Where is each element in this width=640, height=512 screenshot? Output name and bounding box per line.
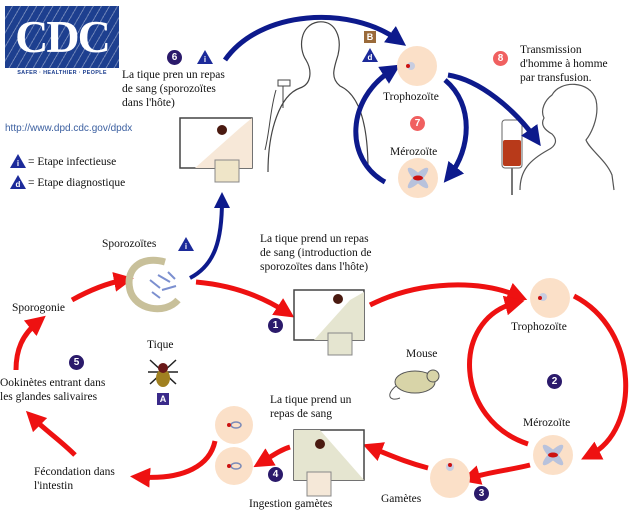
legend-infective-label: = Etape infectieuse <box>28 156 117 168</box>
merozoite-cell-human <box>398 158 438 198</box>
arrow-merozoite-to-trophozoite-tick <box>467 295 529 447</box>
source-url[interactable]: http://www.dpd.cdc.gov/dpdx <box>5 123 133 134</box>
step6-label-line: de sang (sporozoïtes <box>122 83 216 95</box>
arrow-sporozoites-to-human <box>189 192 230 280</box>
fecondation-label: Fécondation dans l'intestin <box>34 465 115 493</box>
arrow-gametes-to-fecondation <box>130 440 218 488</box>
step-number-3: 3 <box>474 486 489 501</box>
step6-label: La tique pren un repas de sang (sporozoï… <box>122 68 225 110</box>
step8-label: Transmission d'homme à homme par transfu… <box>520 43 608 85</box>
fecondation-label-line: Fécondation dans <box>34 466 115 478</box>
step-number-4: 4 <box>268 467 283 482</box>
arrow-trophozoite-to-merozoite-tick <box>572 293 629 460</box>
arrow-trophozoite-to-merozoite <box>443 78 469 183</box>
arrow-merozoite-to-trophozoite <box>353 64 401 185</box>
arrow-ookinetes-to-sporogonie <box>13 315 46 371</box>
arrow-fecondation-to-ookinetes <box>25 410 77 457</box>
step5-label: Ookinètes entrant dans les glandes saliv… <box>0 376 105 404</box>
tick-icon <box>148 359 178 387</box>
sporogonie-label: Sporogonie <box>12 302 66 314</box>
stage-badge-b: B <box>364 31 376 43</box>
tick-bite-box-step4 <box>293 429 365 497</box>
svg-text:d: d <box>16 180 21 189</box>
svg-text:i: i <box>204 55 206 64</box>
gametes-label: Gamètes <box>381 493 422 505</box>
step6-label-line: dans l'hôte) <box>122 97 175 109</box>
arrow-step1-to-trophozoite <box>368 282 528 308</box>
transfusion-recipient-silhouette <box>519 83 615 191</box>
step-number-7: 7 <box>410 116 425 131</box>
mouse-icon <box>389 369 440 400</box>
step4-meal-label-line: repas de sang <box>270 408 332 420</box>
trophozoite-cell-tick-cycle <box>530 278 570 318</box>
svg-text:i: i <box>17 159 19 168</box>
step8-label-line: d'homme à homme <box>520 58 608 70</box>
arrow-step6-to-trophozoite <box>222 15 407 62</box>
trophozoite-cell-human <box>397 46 437 86</box>
arrow-trophozoite-to-transfusion <box>447 72 541 147</box>
diagnostic-triangle-human: d <box>362 48 378 62</box>
cdc-logo: CDC SAFER · HEALTHIER · PEOPLE <box>5 6 119 80</box>
step-number-8: 8 <box>493 51 508 66</box>
step1-label-line: sporozoïtes dans l'hôte) <box>260 261 369 273</box>
sporozoites-salivary-gland <box>125 256 181 313</box>
legend-diagnostic-label: = Etape diagnostique <box>28 177 126 189</box>
cdc-logo-tagline: SAFER · HEALTHIER · PEOPLE <box>17 70 107 76</box>
ingestion-gametes-label: Ingestion gamètes <box>249 498 333 510</box>
merozoite-cell-tick-cycle <box>533 435 573 475</box>
svg-text:d: d <box>368 53 373 62</box>
step-number-1: 1 <box>268 318 283 333</box>
tick-bite-box-step6 <box>179 117 253 183</box>
gamete-cell-upper <box>215 406 253 444</box>
step8-label-line: par transfusion. <box>520 72 592 84</box>
step6-label-line: La tique pren un repas <box>122 69 225 81</box>
mouse-label: Mouse <box>406 348 438 360</box>
step1-label-line: La tique prend un repas <box>260 233 369 245</box>
step4-meal-label-line: La tique prend un <box>270 394 352 406</box>
merozoite-label-tick: Mérozoïte <box>523 417 571 429</box>
merozoite-label-human: Mérozoïte <box>390 146 438 158</box>
fecondation-label-line: l'intestin <box>34 480 74 492</box>
tick-bite-box-step1 <box>293 289 365 356</box>
cdc-logo-text: CDC <box>15 11 111 62</box>
svg-text:i: i <box>185 242 187 251</box>
sporozoites-label: Sporozoïtes <box>102 238 157 250</box>
bite-site-marker <box>277 79 291 87</box>
stage-badge-a: A <box>157 393 169 405</box>
step5-label-line: les glandes salivaires <box>0 391 98 403</box>
trophozoite-label-tick: Trophozoïte <box>511 321 567 333</box>
infective-triangle-sporozoites: i <box>178 237 194 251</box>
step-number-5: 5 <box>69 355 84 370</box>
arrow-sporozoites-to-step1 <box>195 279 295 318</box>
human-silhouette <box>267 21 369 173</box>
blood-bag-icon <box>501 119 523 195</box>
gamete-cell <box>430 458 470 498</box>
arrow-step4-to-gametes-circles <box>253 444 291 468</box>
gamete-cell-lower <box>215 447 253 485</box>
step1-label: La tique prend un repas de sang (introdu… <box>260 232 371 274</box>
arrow-sporogonie-to-sporozoites <box>70 272 134 303</box>
trophozoite-label-human: Trophozoïte <box>383 91 439 103</box>
step1-label-line: de sang (introduction de <box>260 247 372 259</box>
arrow-gametes-to-step4 <box>362 442 429 471</box>
legend-infective-triangle: i <box>10 154 26 168</box>
step5-label-line: Ookinètes entrant dans <box>0 377 106 389</box>
step-number-6: 6 <box>167 50 182 65</box>
step8-label-line: Transmission <box>520 44 582 56</box>
arrow-merozoite-to-gametes <box>460 462 531 485</box>
step-number-2: 2 <box>547 374 562 389</box>
infective-triangle-step6: i <box>197 50 213 64</box>
tick-label: Tique <box>147 339 174 351</box>
step4-meal-label: La tique prend un repas de sang <box>270 393 351 421</box>
legend-diagnostic-triangle: d <box>10 175 26 189</box>
